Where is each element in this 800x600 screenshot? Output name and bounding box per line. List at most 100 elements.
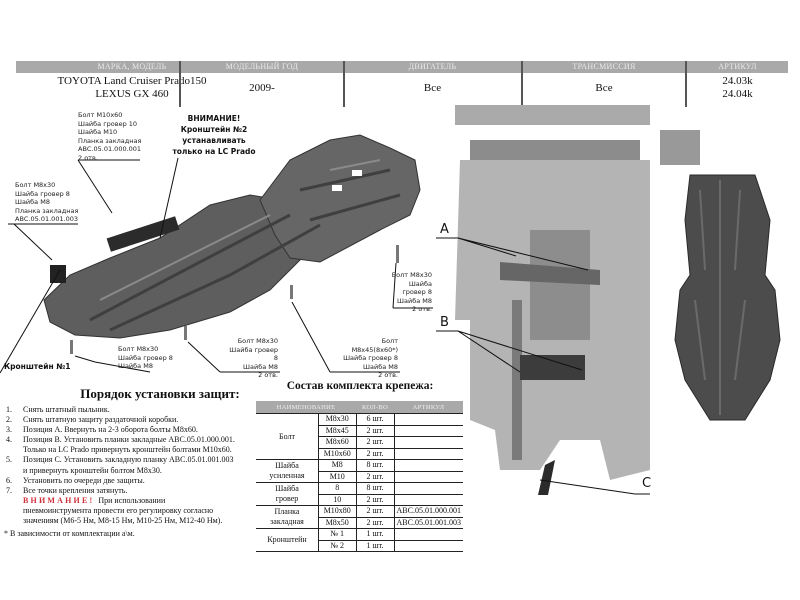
callout-m8-right: Болт М8х30 Шайба гровер 8 Шайба М8 2 отв… [388, 271, 432, 314]
fastener-qty: 6 шт. [355, 413, 395, 426]
bolt [184, 326, 187, 340]
fastener-article [393, 459, 463, 472]
group-name-line: Шайба [275, 484, 299, 493]
fastener-size: М8х30 [318, 413, 357, 426]
bolt [70, 340, 73, 354]
fastener-article [393, 528, 463, 541]
step-number: 6. [6, 475, 12, 485]
col-article: АРТИКУЛ 24.03k 24.04k [687, 61, 788, 107]
callout-line: Болт М8х30 [15, 181, 56, 189]
callout-line: Шайба М8 [118, 362, 153, 371]
fastener-group-name: Болт [256, 413, 319, 460]
step-number: 1. [6, 405, 12, 414]
step-number: 2. [6, 415, 12, 425]
instructions-title: Порядок установки защит: [80, 386, 240, 401]
col-separator [685, 61, 687, 107]
leader [187, 341, 280, 373]
callout-line: АВС.05.01.000.001 [78, 145, 142, 154]
step-text: и привернуть кронштейн болтом М8х30. [23, 465, 162, 475]
instruction-step: 6. Установить по очереди две защиты. [6, 476, 256, 486]
callout-line: Болт М10х60 [78, 111, 123, 119]
callout-line: Болт М8х30 [237, 337, 278, 345]
fastener-qty: 1 шт. [355, 539, 395, 552]
driveshaft [512, 300, 522, 460]
fastener-article: АВС.05.01.001.003 [393, 516, 463, 529]
step-text: Снять штатную защиту раздаточной коробки… [23, 415, 179, 425]
fastener-size: М8х45 [318, 424, 357, 437]
plate-B [520, 355, 585, 380]
callout-m8-left: Болт М8х30 Шайба гровер 8 Шайба М8 Планк… [15, 181, 78, 224]
step-number: 5. [6, 455, 12, 465]
warning-title: ВНИМАНИЕ! [187, 114, 241, 123]
callout-line: Болт М8х30 [391, 271, 432, 279]
fastener-size: № 1 [318, 528, 357, 541]
fastener-article [393, 447, 463, 460]
fastener-qty: 2 шт. [355, 505, 395, 518]
bracket-C [538, 460, 555, 495]
callout-line: 2 отв. [78, 153, 98, 162]
leader-B [436, 330, 583, 373]
step-text: Позиция С. Установить закладную планку А… [23, 455, 234, 465]
instruction-step: 4.Позиция В. Установить планки закладные… [6, 435, 256, 445]
leader [8, 223, 78, 261]
col-engine-label: ДВИГАТЕЛЬ [408, 62, 457, 71]
callout-line: Шайба М8 [397, 296, 432, 305]
col-transmission-label: ТРАНСМИССИЯ [572, 62, 636, 71]
footnote: * В зависимости от комплектации а\м. [4, 529, 135, 538]
header-bar [16, 61, 788, 73]
fastener-size: М10х60 [318, 447, 357, 460]
fastener-qty: 2 шт. [355, 424, 395, 437]
col-year: МОДЕЛЬНЫЙ ГОД 2009- [181, 61, 343, 107]
group-name-line: усиленная [269, 471, 305, 480]
fastener-size: № 2 [318, 539, 357, 552]
fastener-qty: 2 шт. [355, 493, 395, 506]
col-model: МАРКА, МОДЕЛЬ TOYOTA Land Cruiser Prado1… [16, 61, 248, 107]
article-line-2: 24.04k [722, 88, 753, 100]
group-name-line: Шайба [275, 461, 299, 470]
model-line-2: LEXUS GX 460 [95, 88, 169, 100]
callout-line: 2 отв. [412, 305, 432, 314]
step-text: Только на LC Prado привернуть кронштейн … [23, 445, 232, 455]
article-value: 24.03k 24.04k [687, 73, 788, 101]
callout-line: Шайба М8 [15, 198, 50, 207]
callout-m8x45: Болт М8х45(8х60*) Шайба гровер 8 Шайба М… [334, 337, 398, 380]
callout-line: Шайба М8 [363, 362, 398, 371]
fastener-article [393, 413, 463, 426]
group-name-line: закладная [270, 517, 304, 526]
crossmember-A [500, 262, 600, 285]
callout-line: Шайба гровер 8 [229, 345, 278, 363]
chassis-bottom-right [660, 130, 700, 165]
fastener-article [393, 539, 463, 552]
skid-plate-assembly [43, 134, 421, 339]
warning-line: Кронштейн №2 [180, 125, 248, 134]
fastener-size: М8х50 [318, 516, 357, 529]
step-text: Установить по очереди две защиты. [23, 475, 145, 485]
col-separator [521, 61, 523, 107]
step-number: 7. [6, 485, 12, 495]
chassis-body [455, 105, 650, 125]
callout-line: Шайба гровер 8 [118, 353, 173, 362]
plate-highlight [99, 159, 381, 301]
hole [195, 178, 205, 184]
fastener-size: 8 [318, 482, 357, 495]
fasteners-header-row: НАИМЕНОВАНИЕ КОЛ-ВО АРТИКУЛ [256, 401, 463, 414]
header-article: АРТИКУЛ [394, 401, 463, 414]
instruction-step: 1.Снять штатный пыльник. [6, 405, 256, 415]
fastener-qty: 1 шт. [355, 528, 395, 541]
callout-line: Планка закладная [15, 206, 79, 215]
bolts [70, 245, 399, 354]
warning-text: пневмоинструмента провести его регулиров… [23, 505, 214, 515]
leader [291, 301, 400, 373]
step-number: 3. [6, 425, 12, 435]
leader-A [436, 237, 589, 271]
instruction-step: 5. Позиция С. Установить закладную планку… [6, 455, 256, 465]
hole [352, 170, 362, 176]
